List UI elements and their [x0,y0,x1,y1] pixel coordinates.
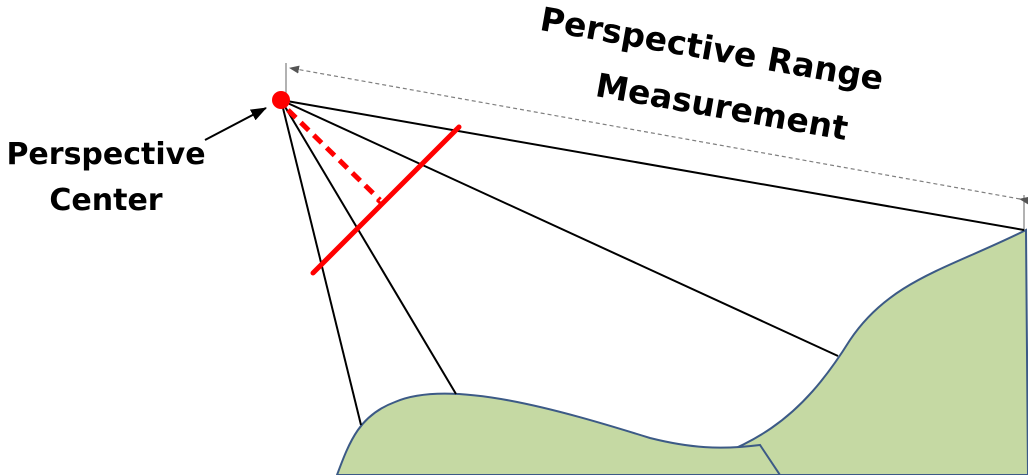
terrain-hill-right [654,228,1028,475]
image-plane [310,124,462,276]
focal-length-tick [375,198,383,206]
center-label-line1: Perspective [6,137,205,172]
ray-to-far-hill [280,99,1025,231]
ray-to-bump-top [280,99,457,395]
ray-to-hill-slope [280,99,839,357]
range-label-line1: Perspective Range [537,0,886,98]
range-dimension-line [289,65,1028,205]
terrain-hill-left [335,392,782,475]
focal-length-line [286,108,382,202]
center-label-line2: Center [49,183,162,218]
callout-arrow [204,107,267,141]
perspective-center-point [272,91,290,109]
